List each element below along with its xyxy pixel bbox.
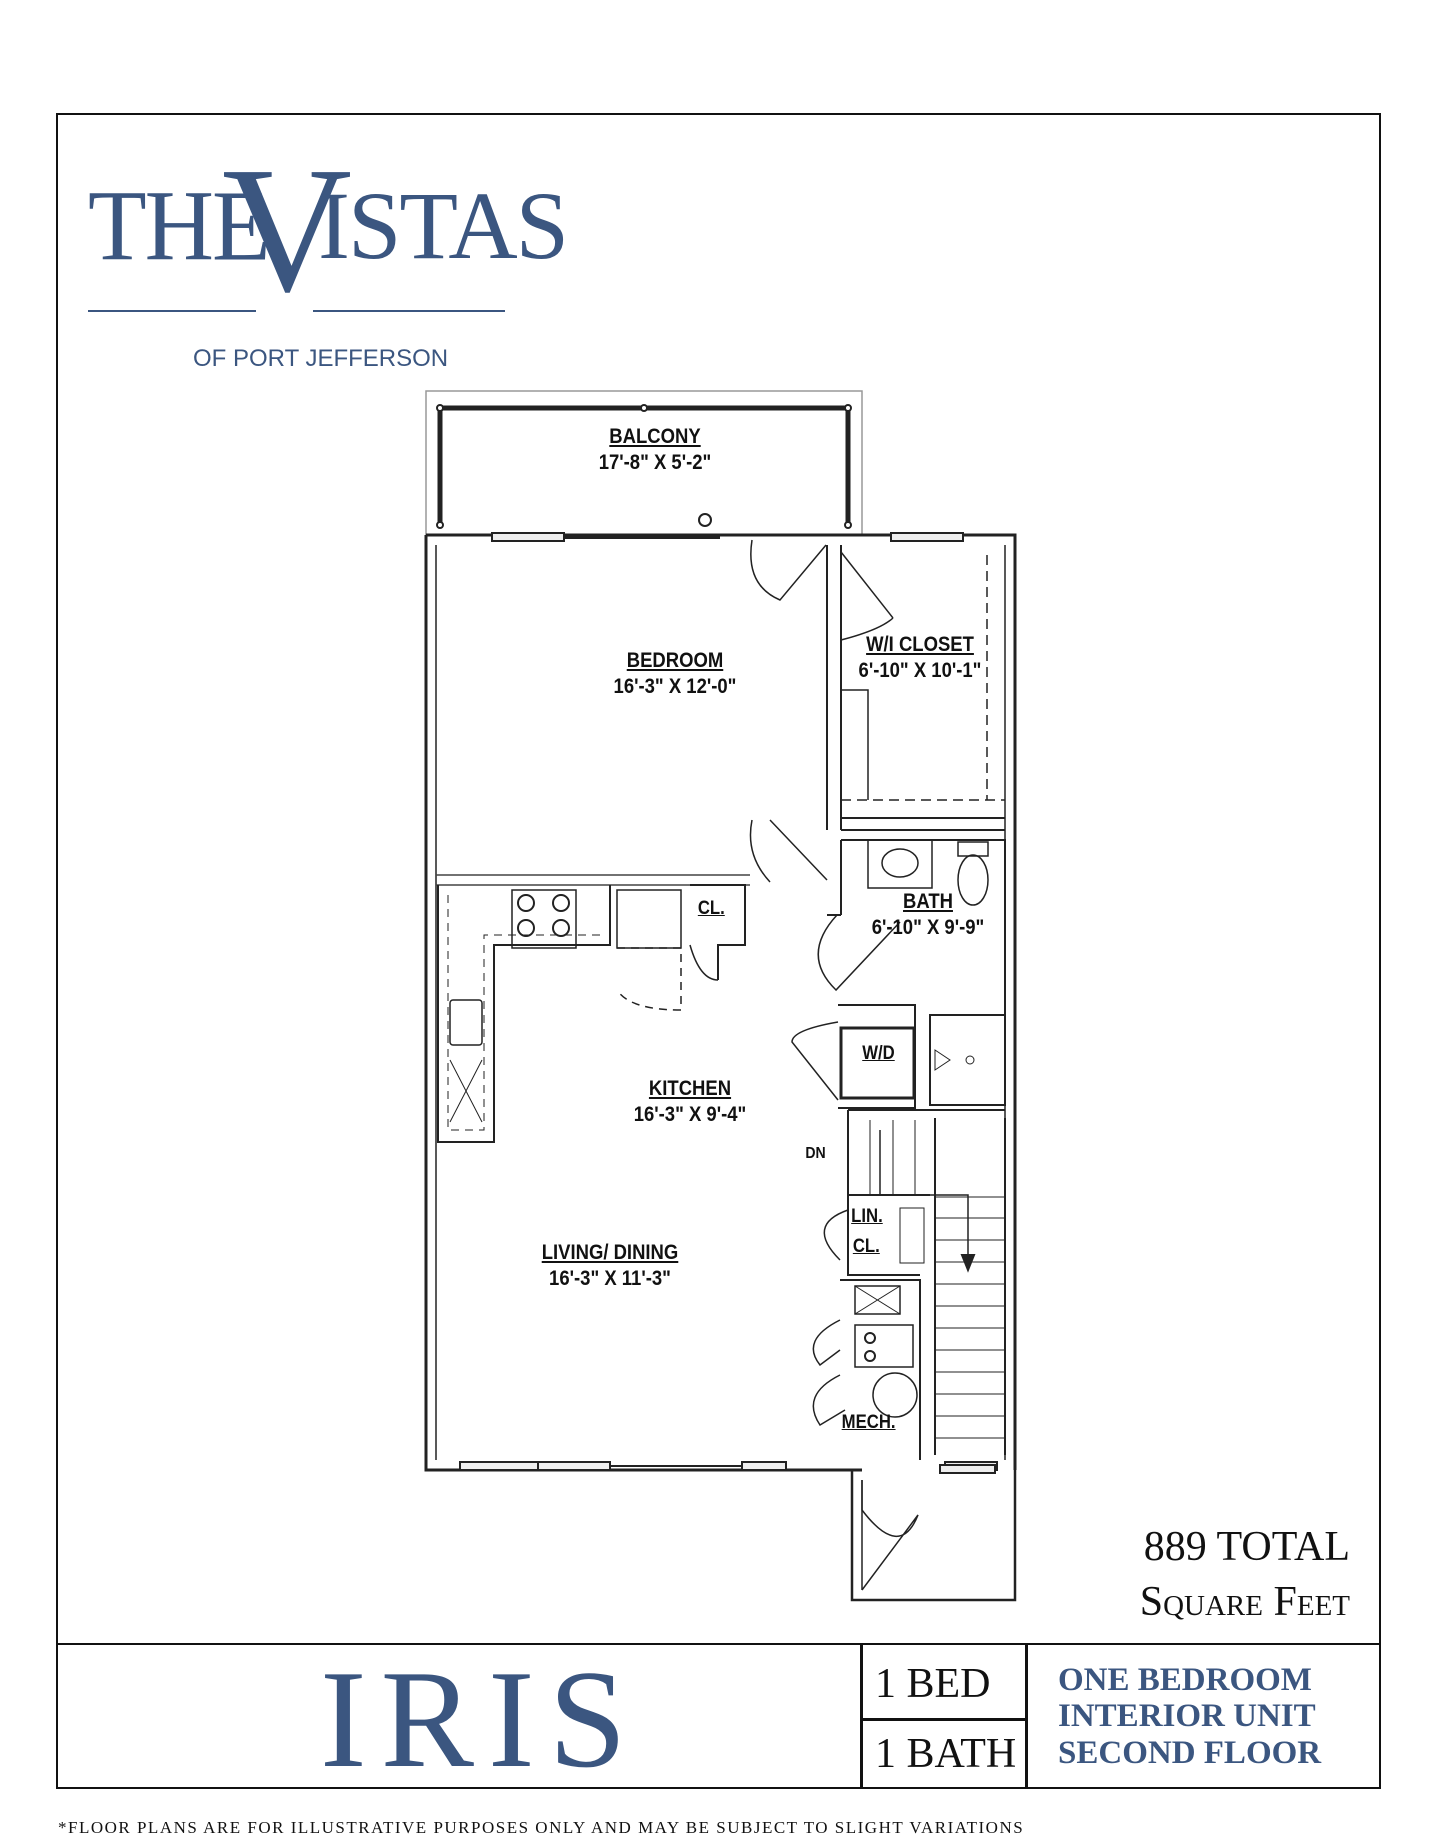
room-bedroom-dims: 16'-3" X 12'-0" — [613, 675, 737, 699]
logo-rule-right — [313, 310, 505, 312]
label-lin: LIN. — [851, 1206, 883, 1227]
sqft-line1: 889 TOTAL — [1143, 1524, 1350, 1570]
room-balcony: BALCONY 17'-8" X 5'-2" — [571, 424, 738, 477]
disclaimer: *FLOOR PLANS ARE FOR ILLUSTRATIVE PURPOS… — [58, 1818, 1025, 1837]
sqft-line2: Square Feet — [1139, 1578, 1350, 1625]
title-block — [56, 1643, 1381, 1789]
room-closet-dims: 6'-10" X 10'-1" — [858, 659, 982, 683]
room-balcony-dims: 17'-8" X 5'-2" — [598, 451, 712, 475]
sink — [449, 999, 483, 1046]
divider-mid — [860, 1718, 1026, 1721]
room-bath-dims: 6'-10" X 9'-9" — [871, 916, 985, 940]
furnace — [872, 1372, 918, 1418]
divider-left — [860, 1643, 863, 1789]
outer-wall-west — [424, 535, 862, 1472]
room-closet-name: W/I CLOSET — [866, 633, 974, 656]
room-living-dims: 16'-3" X 11'-3" — [549, 1267, 671, 1291]
label-mech: MECH. — [841, 1412, 896, 1433]
unit-description: ONE BEDROOM INTERIOR UNIT SECOND FLOOR — [1058, 1662, 1321, 1771]
baths: 1 BATH — [875, 1731, 1017, 1777]
label-lin-cl: CL. — [852, 1236, 880, 1257]
shower — [929, 1014, 1006, 1106]
divider-right — [1025, 1643, 1028, 1789]
label-dn: DN — [805, 1145, 826, 1162]
room-bath-name: BATH — [903, 890, 953, 913]
range — [511, 889, 577, 949]
refrigerator — [616, 889, 682, 949]
toilet — [957, 854, 989, 906]
washer-dryer — [839, 1026, 916, 1100]
label-wd: W/D — [862, 1043, 895, 1064]
room-balcony-name: BALCONY — [609, 425, 701, 448]
logo-rule-left — [88, 310, 256, 312]
room-bath: BATH 6'-10" X 9'-9" — [858, 889, 999, 942]
room-living: LIVING/ DINING 16'-3" X 11'-3" — [531, 1240, 689, 1293]
room-closet: W/I CLOSET 6'-10" X 10'-1" — [850, 632, 991, 685]
room-kitchen: KITCHEN 16'-3" X 9'-4" — [611, 1076, 769, 1129]
page-frame — [56, 113, 1381, 1789]
vanity — [867, 839, 933, 889]
water-heater — [854, 1324, 914, 1368]
label-cl: CL. — [697, 898, 725, 919]
room-bedroom-name: BEDROOM — [626, 649, 724, 672]
desc-line3: SECOND FLOOR — [1058, 1734, 1322, 1771]
room-kitchen-dims: 16'-3" X 9'-4" — [633, 1103, 747, 1127]
logo-istas: ISTAS — [318, 172, 569, 279]
window — [491, 532, 565, 542]
unit-name: IRIS — [320, 1642, 641, 1797]
logo-subtitle: OF PORT JEFFERSON — [193, 345, 449, 372]
room-living-name: LIVING/ DINING — [541, 1241, 679, 1264]
beds: 1 BED — [875, 1661, 991, 1707]
room-kitchen-name: KITCHEN — [648, 1077, 732, 1100]
logo-the: THE — [88, 169, 271, 282]
window — [890, 532, 964, 542]
square-feet: 889 TOTAL Square Feet — [1140, 1520, 1350, 1629]
desc-line2: INTERIOR UNIT — [1058, 1698, 1316, 1735]
logo-v: V — [222, 130, 352, 329]
room-bedroom: BEDROOM 16'-3" X 12'-0" — [591, 648, 758, 701]
desc-line1: ONE BEDROOM — [1058, 1662, 1312, 1698]
